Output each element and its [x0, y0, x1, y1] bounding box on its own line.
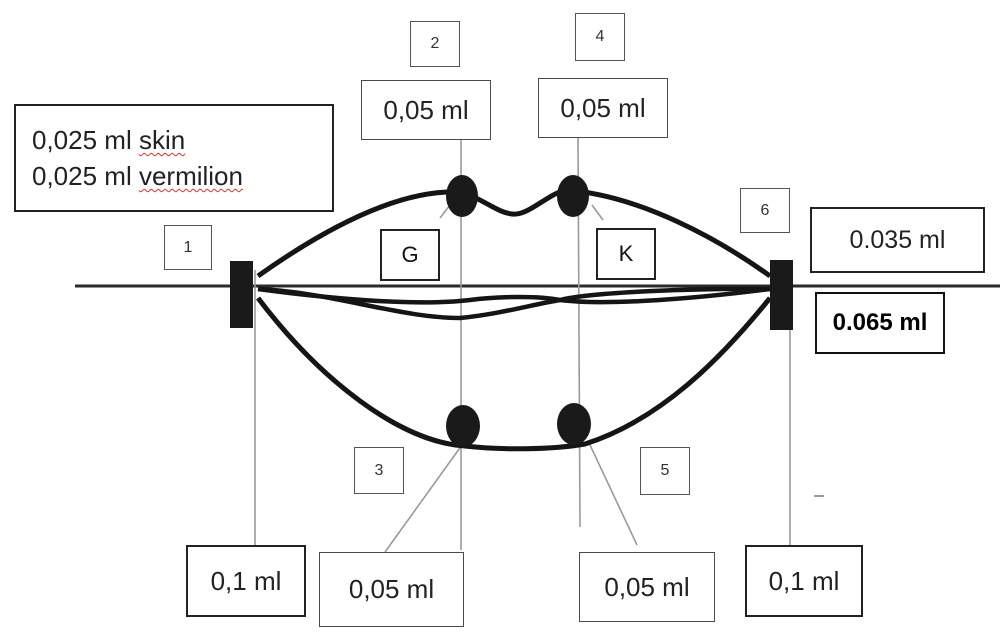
- lower-lip-outline: [258, 298, 770, 449]
- injection-point-3: [446, 405, 480, 447]
- mouth-lower-line: [258, 289, 770, 318]
- point-number-2: 2: [410, 21, 460, 67]
- injection-point-5: [557, 403, 591, 445]
- leader-lines: [255, 138, 790, 552]
- legend-line-vermilion: 0,025 ml vermilion: [32, 158, 243, 194]
- leader-line-k: [592, 205, 603, 220]
- label-k: K: [596, 228, 656, 280]
- point-number-4: 4: [575, 13, 625, 61]
- volume-bottom-far-left: 0,1 ml: [186, 545, 306, 617]
- legend-vermilion-word: vermilion: [139, 161, 243, 191]
- legend-box: 0,025 ml skin 0,025 ml vermilion: [14, 104, 334, 212]
- volume-right-lower: 0.065 ml: [815, 292, 945, 354]
- volume-bottom-far-right: 0,1 ml: [745, 545, 863, 617]
- commissure-bar-left: [230, 261, 253, 328]
- legend-vermilion-value: 0,025 ml: [32, 161, 139, 191]
- legend-line-skin: 0,025 ml skin: [32, 122, 185, 158]
- injection-point-2: [446, 175, 478, 217]
- point-number-3: 3: [354, 447, 404, 494]
- label-g: G: [380, 229, 440, 281]
- legend-skin-word: skin: [139, 125, 185, 155]
- commissure-bar-right: [770, 260, 793, 330]
- volume-right-upper: 0.035 ml: [810, 207, 985, 273]
- injection-point-4: [557, 175, 589, 217]
- volume-bottom-right: 0,05 ml: [579, 552, 715, 622]
- point-number-5: 5: [640, 447, 690, 495]
- point-number-6: 6: [740, 188, 790, 233]
- leader-line-5: [590, 445, 637, 545]
- point-number-1: 1: [164, 225, 212, 270]
- upper-lip-outline: [258, 190, 770, 276]
- legend-skin-value: 0,025 ml: [32, 125, 139, 155]
- volume-top-right: 0,05 ml: [538, 78, 668, 138]
- volume-bottom-left: 0,05 ml: [319, 552, 464, 627]
- volume-top-left: 0,05 ml: [361, 80, 491, 140]
